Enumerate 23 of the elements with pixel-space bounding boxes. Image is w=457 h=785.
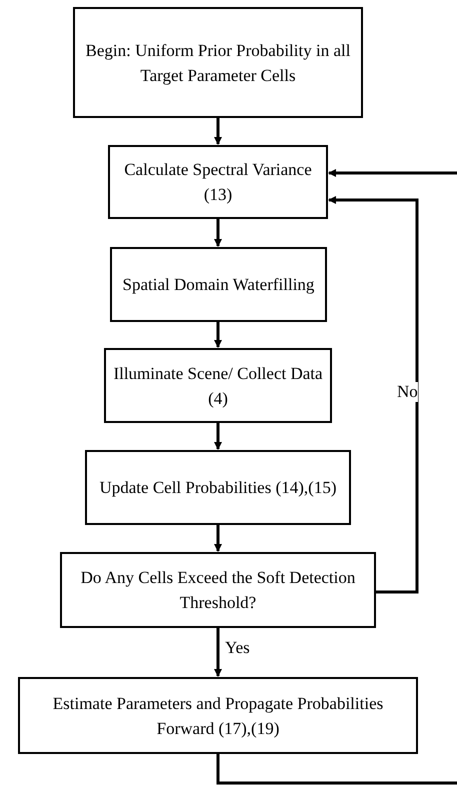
box-text: Calculate Spectral Variance (13) — [123, 159, 313, 206]
arrow — [214, 525, 222, 552]
box-text: Estimate Parameters and Propagate Probabilities Forward (17),(19) — [52, 692, 384, 740]
process-box — [85, 450, 351, 525]
arrow — [214, 219, 222, 247]
arrow — [328, 169, 457, 177]
process-box — [104, 348, 332, 423]
box-text: Do Any Cells Exceed the Soft Detection Threshold? — [80, 567, 356, 614]
arrow — [214, 628, 222, 677]
edge-label: No — [397, 382, 418, 402]
arrow — [328, 196, 418, 594]
process-box — [110, 247, 327, 322]
arrow — [214, 118, 222, 145]
box-text: Begin: Uniform Prior Probability in all Target Parameter Cells — [84, 40, 352, 87]
box-text: Spatial Domain Waterfilling — [122, 274, 314, 296]
process-box — [73, 7, 363, 118]
process-box — [108, 145, 328, 219]
arrow — [214, 322, 222, 348]
process-box — [60, 552, 376, 628]
process-box — [18, 677, 418, 754]
arrow — [214, 423, 222, 450]
box-text: Update Cell Probabilities (14),(15) — [99, 477, 336, 499]
box-text: Illuminate Scene/ Collect Data (4) — [112, 362, 324, 410]
